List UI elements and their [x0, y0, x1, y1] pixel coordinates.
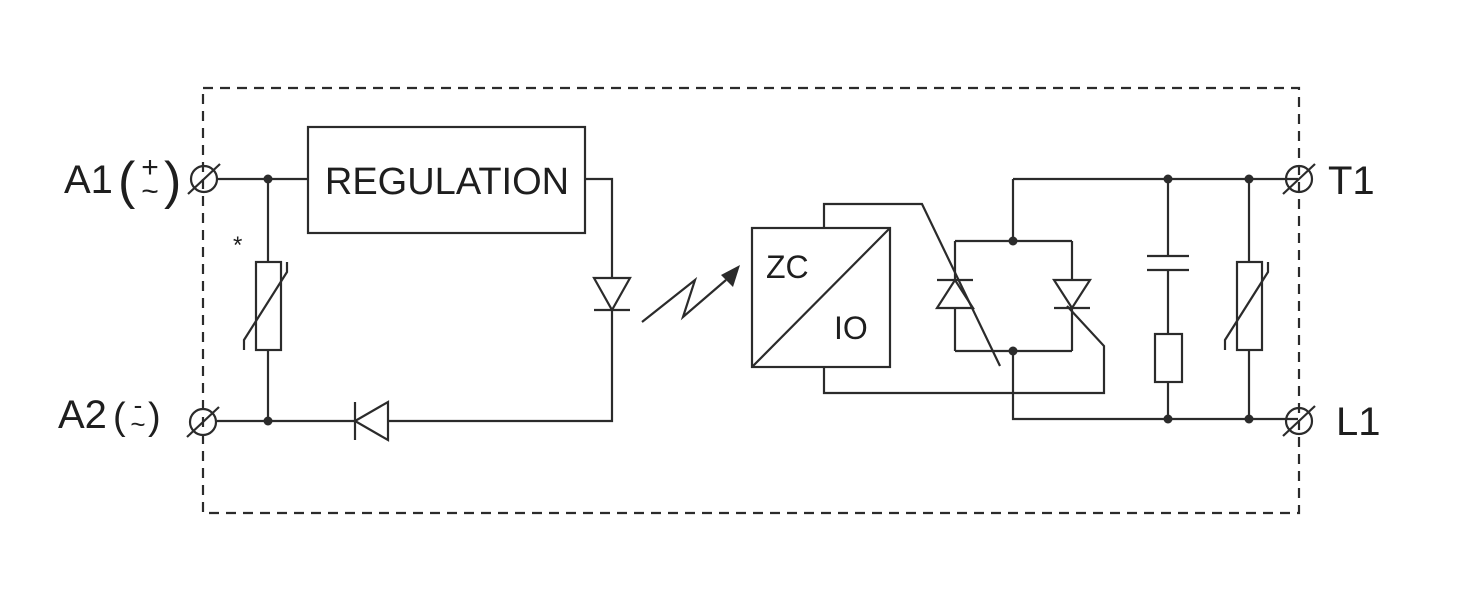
terminal-a1-paren-close: )	[164, 152, 181, 210]
terminal-l1-label: L1	[1336, 400, 1381, 444]
input-varistor	[242, 260, 289, 352]
terminal-a1-name: A1	[64, 158, 113, 202]
zero-cross-label-bottom: IO	[834, 310, 868, 346]
terminal-a1-polarity-top: +	[141, 151, 159, 184]
snubber-resistor	[1153, 332, 1184, 384]
terminal-a2-polarity-bottom: ~	[130, 409, 145, 439]
terminal-a1-screw	[187, 163, 221, 195]
protection-diode	[352, 400, 390, 442]
housing-boundary	[201, 86, 1301, 515]
terminal-l1-screw	[1282, 405, 1316, 437]
optical-link-arrow	[641, 265, 740, 323]
terminal-t1-screw	[1282, 163, 1316, 195]
thyristor-left	[934, 277, 976, 310]
zero-cross-label-top: ZC	[766, 249, 809, 285]
terminal-a2-paren-open: (	[113, 396, 126, 438]
terminal-a2-screw	[186, 406, 220, 438]
regulation-label: REGULATION	[325, 161, 569, 203]
optocoupler-led	[592, 276, 632, 313]
input-circuit	[217, 174, 614, 426]
snubber-capacitor	[1147, 254, 1189, 272]
regulation-block	[306, 125, 587, 235]
terminal-t1-label: T1	[1328, 159, 1375, 203]
terminal-a2-paren-close: )	[148, 396, 161, 438]
thyristor-right	[1051, 278, 1093, 311]
output-circuit	[822, 174, 1298, 424]
output-varistor	[1223, 260, 1270, 352]
terminal-a1-paren-open: (	[118, 152, 136, 210]
varistor-note-asterisk: *	[233, 232, 242, 259]
terminal-a2-polarity-top: -	[134, 390, 143, 420]
terminal-a2-name: A2	[58, 393, 107, 437]
terminal-a1-polarity-bottom: ~	[141, 175, 159, 208]
zero-cross-block	[750, 226, 892, 369]
